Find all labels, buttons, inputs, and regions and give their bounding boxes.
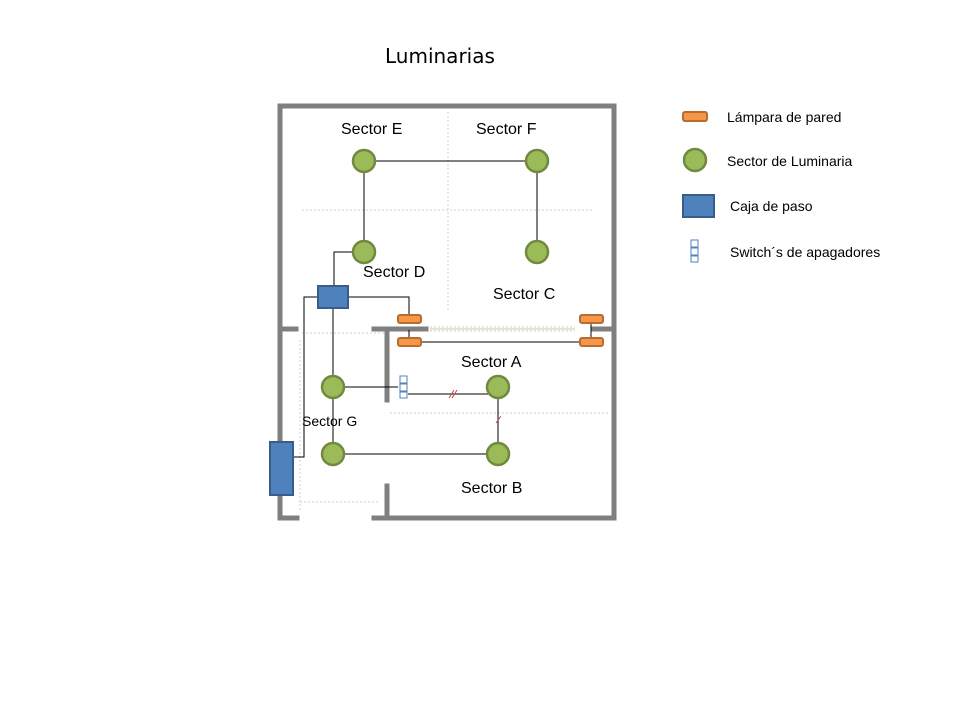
label-sector-b: Sector B [461, 480, 522, 497]
junction-boxes [269, 285, 349, 496]
luminaire-sector-g-top [320, 374, 346, 400]
wall-lamp-1 [397, 314, 422, 324]
legend-box-icon [682, 194, 715, 218]
wall-lamp-3 [579, 314, 604, 324]
junction-box-lower [269, 441, 294, 496]
legend-switch-label: Switch´s de apagadores [730, 244, 880, 260]
legend-switch-icon [690, 239, 699, 263]
label-sector-g: Sector G [302, 413, 357, 429]
junction-box-upper [317, 285, 349, 309]
luminaires [320, 148, 550, 467]
luminaire-sector-b [485, 441, 511, 467]
luminaire-sector-e [351, 148, 377, 174]
luminaire-sector-d [351, 239, 377, 265]
legend-box-label: Caja de paso [730, 198, 813, 214]
light-switch [399, 375, 408, 399]
legend-luminaire-label: Sector de Luminaria [727, 153, 853, 169]
diagram-title: Luminarias [385, 44, 495, 68]
wall-lamps [397, 314, 604, 347]
label-sector-f: Sector F [476, 121, 537, 138]
wire-marks [448, 389, 502, 424]
legend-lamp-icon [682, 111, 708, 122]
wall-lamp-4 [579, 337, 604, 347]
label-sector-c: Sector C [493, 286, 555, 303]
luminaire-sector-g-bottom [320, 441, 346, 467]
walls [277, 103, 617, 521]
wall-lamp-2 [397, 337, 422, 347]
luminaire-sector-c [524, 239, 550, 265]
luminaire-sector-f [524, 148, 550, 174]
legend-lamp-label: Lámpara de pared [727, 109, 841, 125]
label-sector-d: Sector D [363, 264, 425, 281]
luminaire-sector-a [485, 374, 511, 400]
sector-labels: Sector E Sector F Sector D Sector C Sect… [302, 121, 555, 497]
label-sector-e: Sector E [341, 121, 402, 138]
guide-lines [299, 112, 610, 510]
legend: Lámpara de pared Sector de Luminaria Caj… [682, 109, 880, 263]
label-sector-a: Sector A [461, 354, 522, 371]
legend-luminaire-icon [682, 147, 708, 173]
